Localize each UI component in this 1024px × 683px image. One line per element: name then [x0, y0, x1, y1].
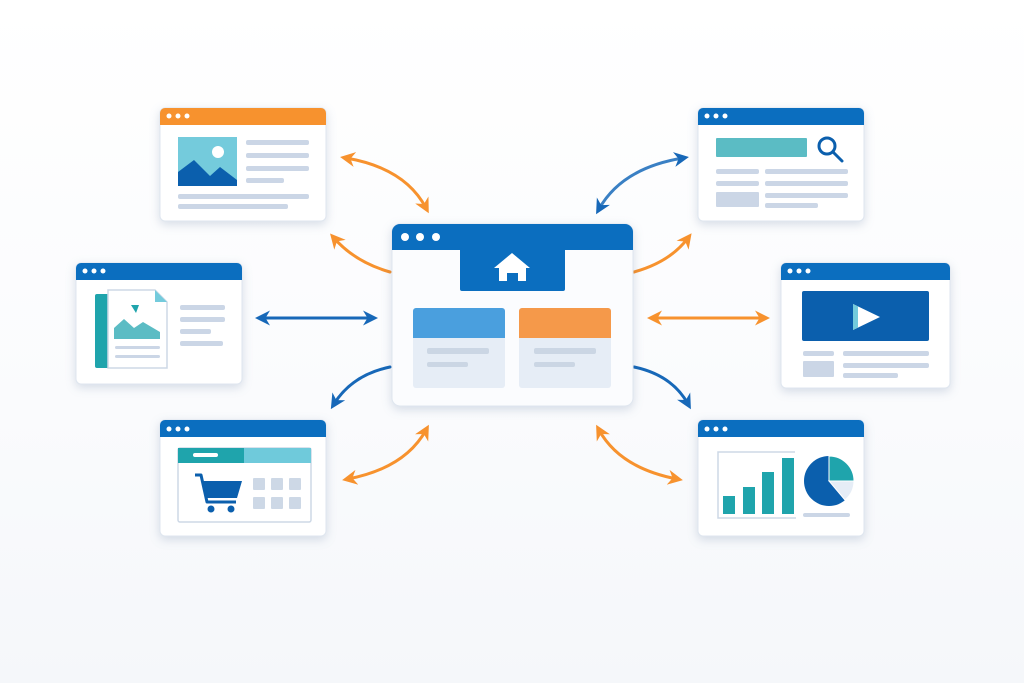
document-icon: [95, 289, 168, 369]
arrow-hub-shop-page: [342, 424, 429, 485]
image-icon: [178, 137, 237, 186]
document-page-window[interactable]: [75, 262, 243, 385]
bar-chart-icon: [717, 451, 796, 519]
arrow-hub-to-image-page: [330, 233, 392, 274]
play-icon: [853, 304, 880, 330]
home-icon: [494, 253, 530, 281]
search-bar[interactable]: [716, 138, 807, 157]
arrow-hub-to-analytics-page: [632, 365, 691, 410]
window-controls: [401, 233, 440, 241]
search-page-window[interactable]: [697, 107, 865, 222]
content-card-blue[interactable]: [413, 308, 505, 388]
arrow-hub-analytics-page: [596, 424, 683, 485]
pie-chart-icon: [804, 455, 855, 506]
hub-window[interactable]: [391, 223, 634, 407]
image-page-window[interactable]: [159, 107, 327, 222]
analytics-page-window[interactable]: [697, 419, 865, 537]
search-icon: [817, 136, 844, 163]
shop-page-window[interactable]: [159, 419, 327, 537]
video-page-window[interactable]: [780, 262, 951, 389]
arrow-hub-to-search-page: [632, 233, 692, 274]
product-grid: [253, 478, 301, 509]
arrow-hub-search-page: [596, 152, 689, 215]
content-card-orange[interactable]: [519, 308, 611, 388]
arrow-hub-to-shop-page: [330, 365, 392, 410]
shopping-cart-icon: [195, 473, 242, 513]
arrow-hub-image-page: [340, 152, 429, 214]
